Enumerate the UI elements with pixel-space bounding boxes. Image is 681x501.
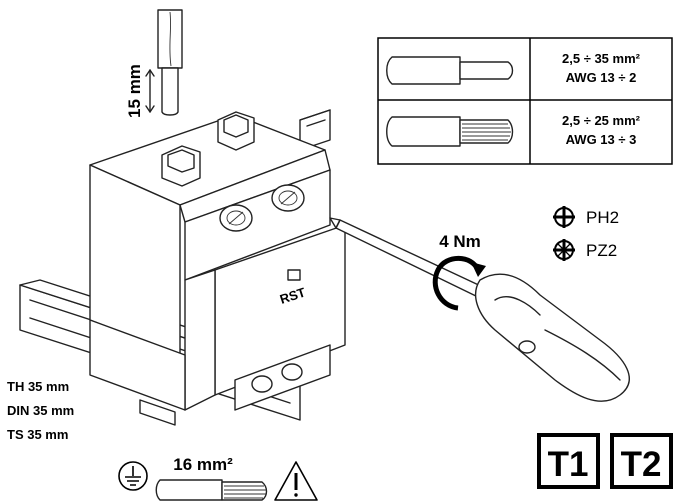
din-rail-line-3: TS 35 mm bbox=[7, 427, 68, 442]
screwdriver bbox=[329, 217, 630, 402]
table-row-2-range: 2,5 ÷ 25 mm² bbox=[562, 113, 641, 128]
table-row-1-range: 2,5 ÷ 35 mm² bbox=[562, 51, 641, 66]
table-row-1-awg: AWG 13 ÷ 2 bbox=[566, 70, 637, 85]
pozidriv-icon bbox=[553, 239, 575, 261]
solid-wire-icon bbox=[386, 56, 514, 85]
badge-t1: T1 bbox=[537, 433, 600, 489]
wire-strip-illustration: 15 mm bbox=[125, 9, 183, 118]
surge-protector-device: RST bbox=[89, 111, 346, 426]
din-rail-labels: TH 35 mm DIN 35 mm TS 35 mm bbox=[7, 379, 74, 442]
din-rail-line-1: TH 35 mm bbox=[7, 379, 69, 394]
pozidriv-label: PZ2 bbox=[586, 241, 617, 260]
wire-size-table: 2,5 ÷ 35 mm² AWG 13 ÷ 2 2,5 ÷ 25 mm² AWG… bbox=[377, 37, 673, 165]
svg-text:T2: T2 bbox=[621, 445, 662, 484]
earth-connection: 16 mm² bbox=[118, 455, 318, 501]
warning-icon bbox=[274, 461, 318, 501]
rotation-arrow-icon bbox=[432, 255, 481, 311]
stranded-earth-wire-icon bbox=[155, 479, 268, 501]
torque-indicator: 4 Nm bbox=[432, 232, 486, 311]
earth-wire-size-label: 16 mm² bbox=[173, 455, 233, 474]
strip-length-label: 15 mm bbox=[125, 64, 144, 118]
class-badges: T1 T2 bbox=[537, 433, 673, 489]
svg-text:T1: T1 bbox=[548, 445, 589, 484]
din-rail-line-2: DIN 35 mm bbox=[7, 403, 74, 418]
screwdriver-types: PH2 PZ2 bbox=[553, 206, 619, 261]
badge-t2: T2 bbox=[610, 433, 673, 489]
torque-label: 4 Nm bbox=[439, 232, 481, 251]
ground-icon bbox=[118, 461, 148, 491]
phillips-label: PH2 bbox=[586, 208, 619, 227]
phillips-icon bbox=[553, 206, 575, 228]
stranded-wire-icon bbox=[386, 116, 514, 147]
table-row-2-awg: AWG 13 ÷ 3 bbox=[566, 132, 637, 147]
